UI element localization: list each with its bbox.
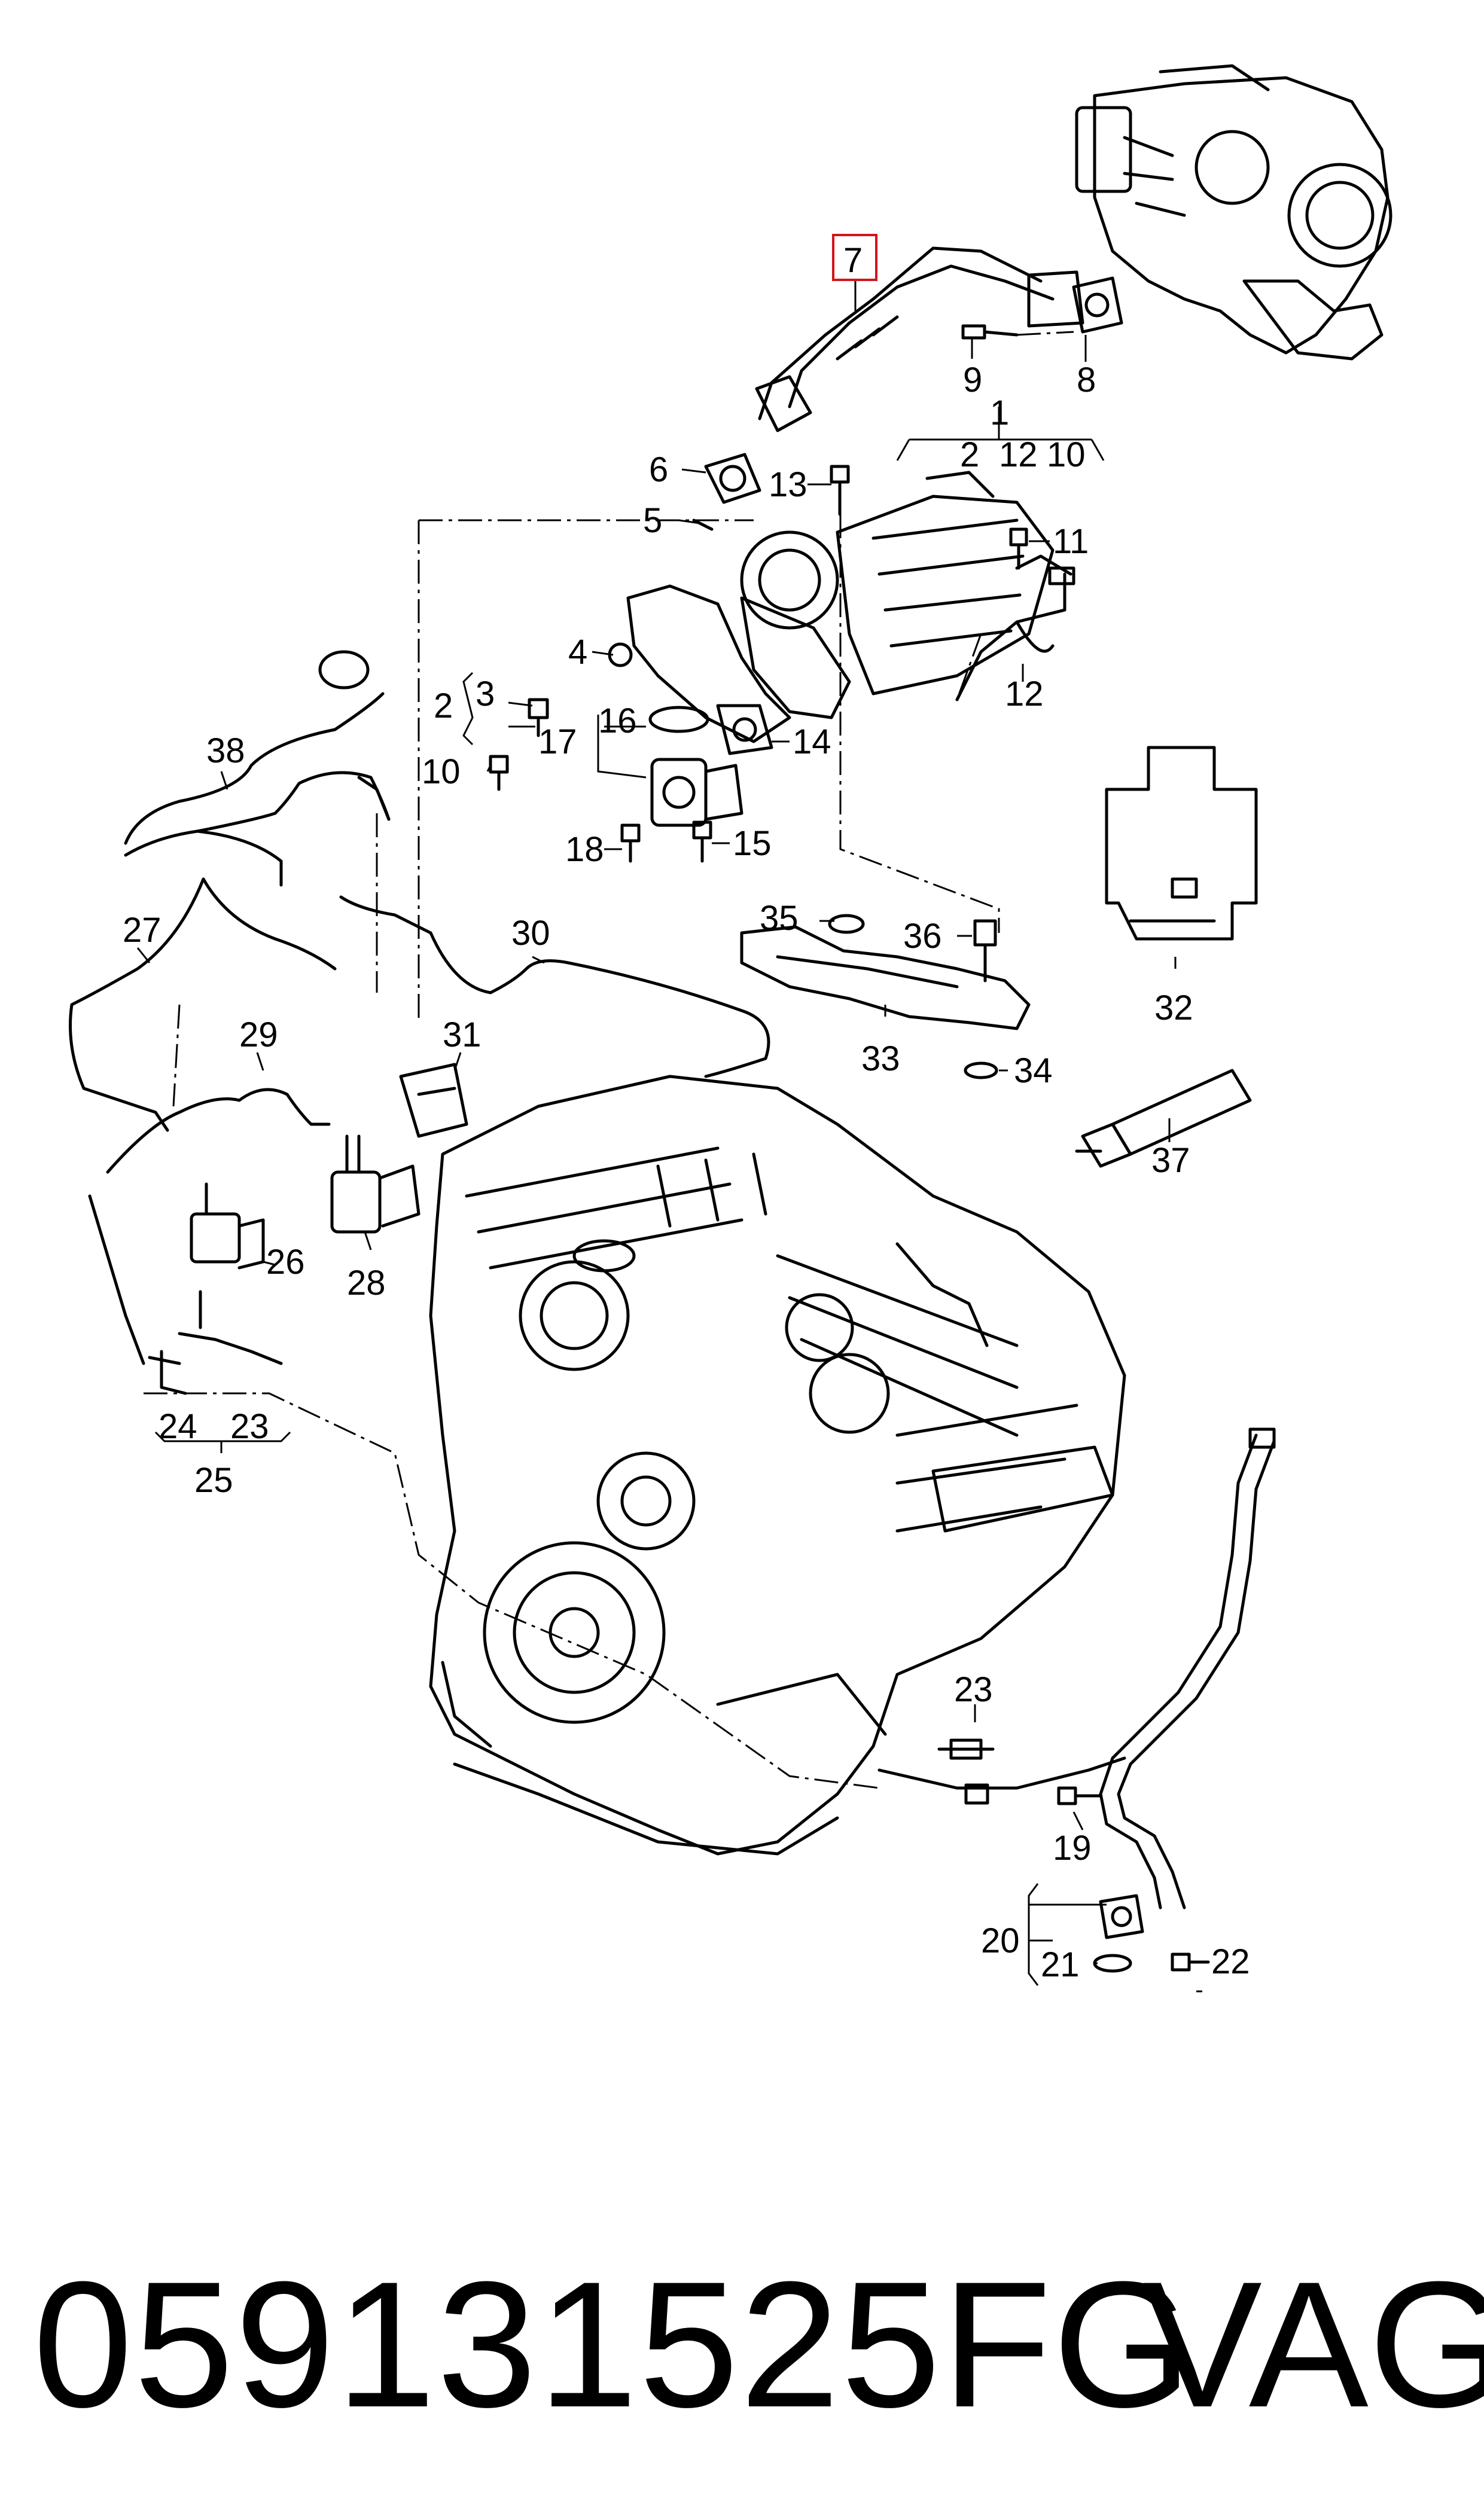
label-27: 27 [123,911,161,950]
bolt-36-illustration [973,919,997,983]
label-17: 17 [538,722,577,761]
reference-lines [144,331,1074,1789]
label-4: 4 [568,633,587,672]
o-ring-21-illustration [1093,1954,1132,1973]
leader-lines [136,281,1205,1993]
screw-19-illustration [1057,1786,1102,1805]
label-23-left: 23 [230,1407,269,1446]
label-24: 24 [159,1407,197,1446]
label-35: 35 [760,899,799,938]
label-13: 13 [769,465,807,504]
label-29: 29 [239,1015,278,1054]
label-6: 6 [649,450,668,489]
bracket-31-illustration [399,1063,468,1138]
flange-20-illustration [1099,1894,1144,1939]
label-22: 22 [1211,1942,1250,1981]
label-26: 26 [266,1243,305,1282]
hose-38-illustration [124,650,391,887]
label-34: 34 [1014,1051,1053,1090]
label-5: 5 [643,501,662,540]
bolt-9-illustration [961,324,1019,340]
valve-26-illustration [190,1182,265,1270]
screw-10-illustration [489,755,509,791]
thermostat-17-illustration [650,758,743,827]
nut-35-illustration [828,914,865,934]
label-2: 2 [434,687,453,725]
callout-labels: 7 9 8 1 2 12 10 6 13 5 11 4 12 3 2 16 17… [123,241,1250,1984]
highlight-box-7 [832,234,877,281]
label-2-top: 2 [960,435,979,474]
screw-15-illustration [692,820,712,863]
label-31: 31 [443,1015,482,1054]
screw-18-illustration [620,823,641,863]
turbocharger-illustration [1075,64,1392,361]
label-9: 9 [963,361,982,399]
gasket-8-illustration [1072,276,1123,334]
hose-29-illustration [88,1088,331,1365]
label-25: 25 [194,1461,233,1500]
coolant-pipe-illustration [877,1427,1276,1909]
label-30: 30 [511,914,550,953]
label-36: 36 [903,917,942,956]
egr-cooler-assembly-illustration [626,471,1072,743]
label-8: 8 [1077,361,1096,399]
label-23: 23 [954,1670,993,1709]
label-12-top: 12 [999,435,1038,474]
label-12: 12 [1005,675,1044,713]
label-19: 19 [1053,1829,1092,1868]
o-ring-16-illustration [648,706,709,733]
connector-23-illustration [937,1738,995,1760]
label-21: 21 [1041,1945,1080,1984]
sealant-tube-37-illustration [1075,1069,1252,1168]
label-18: 18 [565,830,604,869]
label-16: 16 [598,701,637,740]
brand-name: VAG [1142,2244,1484,2445]
engine-block-illustration [429,1075,1126,1856]
label-15: 15 [733,824,772,863]
label-14: 14 [793,722,831,761]
label-37: 37 [1151,1141,1190,1180]
label-7: 7 [843,241,863,280]
label-20: 20 [981,1921,1020,1960]
connector-24-illustration [148,1350,187,1395]
part-3-illustration [528,698,549,737]
gasket-14-illustration [716,704,773,755]
hose-30-illustration [339,895,770,1078]
temperature-sensor-12-illustration [955,566,1075,701]
washer-34-illustration [964,1061,998,1079]
stud-5-illustration [692,518,714,531]
hose-27-illustration [69,877,337,1132]
gasket-6-illustration [704,453,761,504]
label-1: 1 [990,393,1009,432]
label-28: 28 [347,1264,386,1302]
heat-shield-32-illustration [1105,746,1258,941]
part-number: 059131525FG [33,2244,1194,2445]
hose-23-illustration [178,1290,283,1365]
label-11: 11 [1053,522,1089,561]
screw-13-illustration [830,465,850,516]
label-33: 33 [861,1039,900,1078]
label-38: 38 [206,731,245,770]
valve-28-illustration [330,1134,420,1234]
bracket-33-illustration [740,925,1031,1030]
label-3: 3 [476,675,495,713]
label-10: 10 [422,752,461,791]
label-32: 32 [1154,989,1193,1027]
label-10-top: 10 [1047,435,1086,474]
egr-pipe-illustration [755,246,1084,432]
screw-11-illustration [1009,527,1028,570]
